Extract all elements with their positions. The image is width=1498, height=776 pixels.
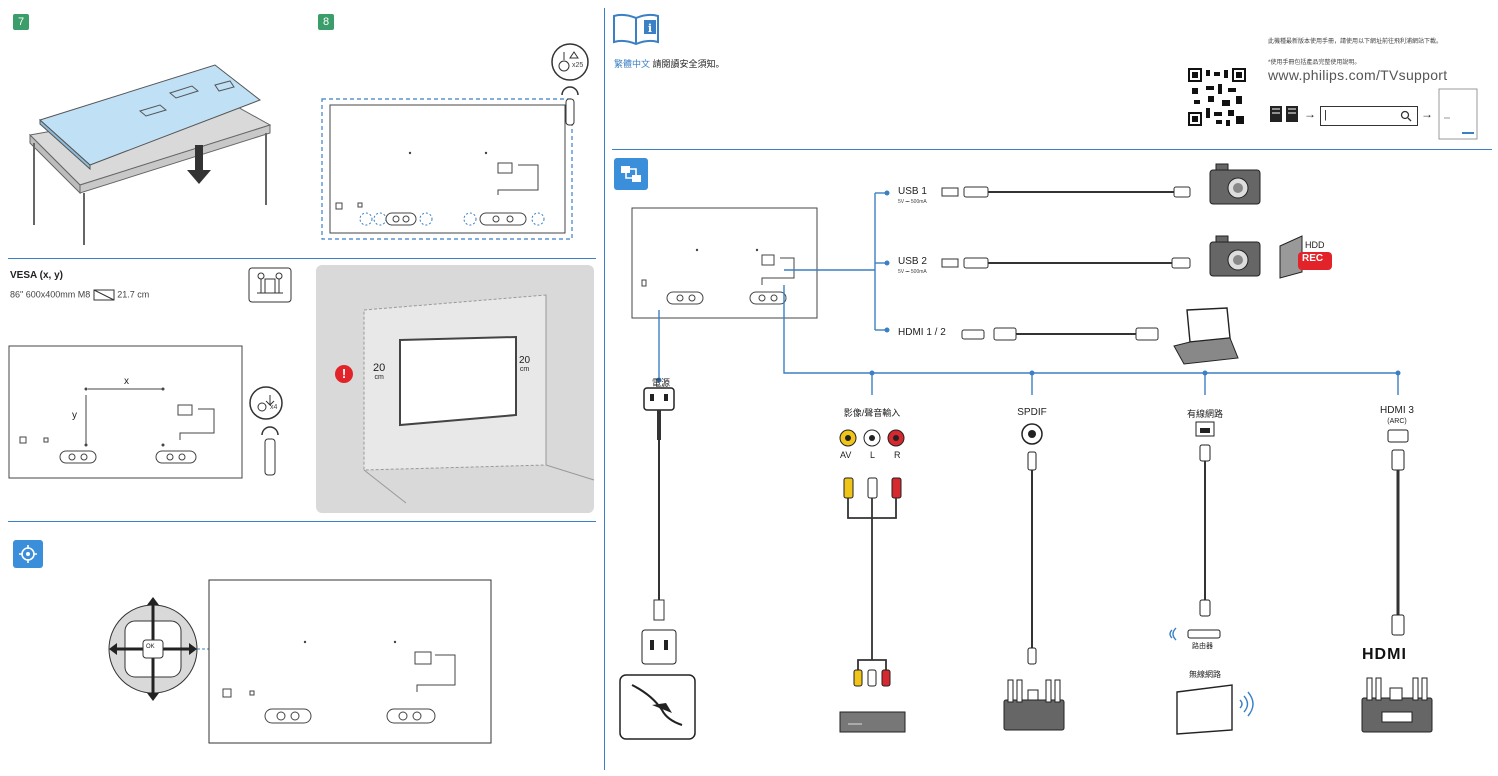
qr-code [1188, 68, 1246, 126]
connector-plug-icon [621, 166, 641, 182]
support-url[interactable]: www.philips.com/TVsupport [1268, 67, 1448, 83]
support-note-2: *使用手冊包括產品完整使用說明。 [1268, 60, 1361, 66]
wall-right-gap: 20 cm [519, 356, 530, 374]
wall-left-gap: 20 cm [373, 363, 385, 383]
av-jack-label: AV [840, 450, 852, 460]
two-person-icon [248, 267, 292, 303]
hdmi3-label: HDMI 3 [1380, 405, 1414, 416]
av-input-label: 影像/聲音輸入 [843, 408, 901, 418]
depth-icon [93, 289, 115, 301]
joystick-ok-label: OK [146, 644, 155, 650]
book-info-icon: i [613, 13, 659, 46]
hdmi-logo: HDMI [1362, 646, 1407, 663]
support-search-box[interactable]: | [1320, 106, 1418, 126]
table-illustration [28, 64, 272, 245]
screw-circle-icon-2 [249, 386, 283, 420]
svg-text:i: i [648, 22, 652, 35]
connections-section-icon [614, 158, 648, 190]
open-book-icon [1270, 106, 1298, 122]
screwdriver-icon-2 [261, 426, 279, 476]
screw-count-side: x4 [270, 404, 278, 411]
joystick-diagram [108, 579, 492, 744]
wall-left-value: 20 [373, 362, 386, 374]
support-note-1: 此機種最新版本使用手冊，請使用以下網址前往飛利浦網站下載。 [1268, 39, 1443, 45]
tv-back-screws [321, 98, 573, 240]
hdd-label: HDD [1305, 240, 1325, 250]
spdif-label: SPDIF [1017, 407, 1047, 418]
search-icon [1400, 110, 1412, 122]
usb2-spec: 5V ⎓ 500mA [898, 269, 927, 275]
router-label: 路由器 [1192, 643, 1213, 650]
vesa-x-label: x [124, 376, 129, 387]
l-jack-label: L [870, 450, 876, 460]
usb2-label: USB 2 [898, 256, 927, 267]
divider-right-1 [612, 149, 1492, 150]
safety-language-link[interactable]: 繁體中文 [614, 59, 651, 69]
arrow-1: → [1304, 107, 1316, 121]
hdmi12-label: HDMI 1 / 2 [898, 327, 946, 338]
usb1-label: USB 1 [898, 186, 927, 197]
vesa-spec: 86" 600x400mm M8 21.7 cm [10, 289, 149, 301]
wall-right-unit: cm [519, 366, 530, 373]
power-label: 電源 [651, 378, 670, 388]
step-8-badge: 8 [318, 14, 334, 30]
r-jack-label: R [894, 450, 901, 460]
network-label: 有線網路 [1186, 409, 1223, 419]
center-divider [604, 8, 605, 770]
vesa-depth: 21.7 cm [117, 289, 150, 300]
safety-text: 請閱讀安全須知。 [652, 59, 725, 69]
wall-left-unit: cm [374, 374, 384, 381]
arrow-2: → [1421, 107, 1433, 121]
warning-icon: ! [335, 365, 353, 383]
manual-page-icon [1438, 88, 1478, 140]
screwdriver-icon [561, 86, 579, 126]
connections-wiring [619, 163, 1433, 740]
divider-left-2 [8, 521, 596, 522]
wireless-label: 無線網路 [1189, 670, 1221, 679]
wall-illustration [363, 294, 595, 504]
screw-circle-icon [551, 43, 589, 81]
safety-note: 繁體中文 請閱讀安全須知。 [614, 57, 725, 70]
vesa-y-label: y [72, 410, 77, 421]
target-icon [19, 545, 37, 563]
step-7-badge: 7 [13, 14, 29, 30]
joystick-section-icon [13, 540, 43, 568]
rec-badge: REC [1302, 253, 1324, 264]
vesa-title: VESA (x, y) [10, 270, 63, 281]
usb1-spec: 5V ⎓ 500mA [898, 199, 927, 205]
divider-left-1 [8, 258, 596, 259]
vesa-size: 86" 600x400mm M8 [10, 289, 91, 300]
screw-count-top: x25 [572, 62, 584, 69]
support-search-value: | [1324, 109, 1327, 121]
vesa-diagram [8, 345, 243, 479]
arc-label: (ARC) [1387, 418, 1407, 425]
wall-right-value: 20 [519, 355, 531, 366]
